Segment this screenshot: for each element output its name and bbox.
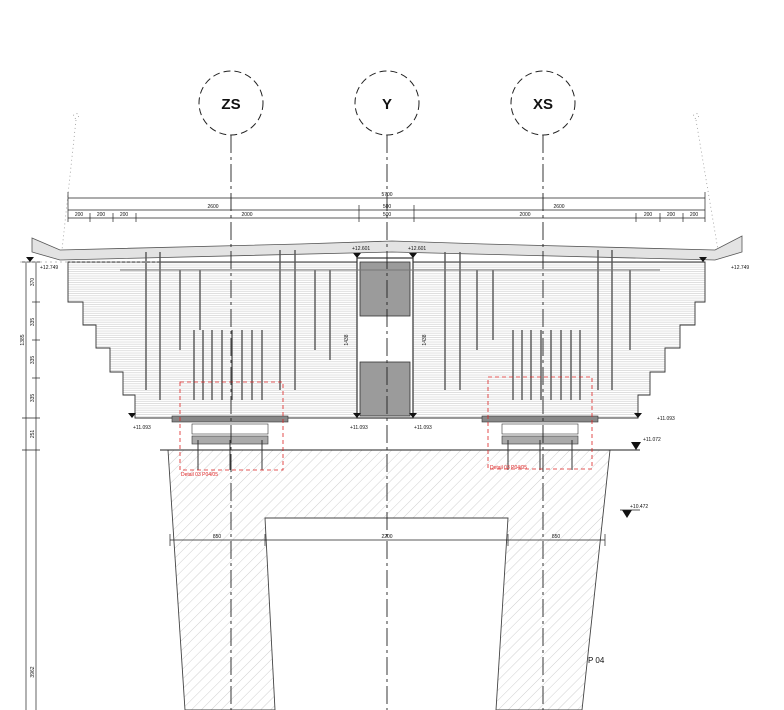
level-bottom-center-right: +11.093 xyxy=(414,425,432,431)
level-markers xyxy=(26,253,707,518)
detail-label-left: Detail 03 P04/05 xyxy=(181,472,218,478)
detail-box-right xyxy=(487,376,593,470)
deck-slab xyxy=(31,235,743,261)
level-deck-left: +12.749 xyxy=(40,265,58,271)
dim-small-right-1: 200 xyxy=(644,212,653,218)
level-bottom-left: +11.093 xyxy=(133,425,151,431)
dim-center-top: 500 xyxy=(383,204,392,210)
axis-label-xs: XS xyxy=(533,96,553,113)
dim-small-right-2: 200 xyxy=(667,212,676,218)
dim-box-right: 1438 xyxy=(422,334,428,345)
dim-vertical-2: 335 xyxy=(30,318,36,327)
dim-half-right: 2600 xyxy=(553,204,564,210)
dim-vertical-total: 1385 xyxy=(20,334,26,345)
dim-pier-center: 2200 xyxy=(381,534,392,540)
construction-lines xyxy=(61,113,719,251)
pier xyxy=(160,449,640,710)
dim-box-left: 1438 xyxy=(344,334,350,345)
detail-box-left xyxy=(179,381,284,471)
bearing-left xyxy=(171,381,289,471)
axis-label-y: Y xyxy=(382,96,392,113)
tendons-left xyxy=(145,250,331,400)
dim-vertical-pier: 3962 xyxy=(30,666,36,677)
detail-label-right: Detail 03 P04/05 xyxy=(490,465,527,471)
box-bottom-block xyxy=(359,361,411,417)
pier-dimension-line xyxy=(169,534,606,546)
level-pier-lower: +10.472 xyxy=(630,504,648,510)
vertical-dimension-lines xyxy=(20,261,160,710)
deck-surface xyxy=(31,235,743,261)
level-deck-right: +12.749 xyxy=(731,265,749,271)
dim-small-left-2: 200 xyxy=(97,212,106,218)
dimension-lines xyxy=(67,192,706,222)
dim-half-left: 2600 xyxy=(207,204,218,210)
level-top-center-right: +12.601 xyxy=(408,246,426,252)
level-pier-top: +11.072 xyxy=(643,437,661,443)
bearing-right xyxy=(481,376,599,470)
dim-center-bottom: 500 xyxy=(383,212,392,218)
dim-small-left-3: 200 xyxy=(120,212,129,218)
axis-y: Y xyxy=(354,70,420,710)
dim-small-left-1: 200 xyxy=(75,212,84,218)
dim-inner-left: 2000 xyxy=(241,212,252,218)
dim-vertical-3: 335 xyxy=(30,356,36,365)
dim-vertical-4: 335 xyxy=(30,394,36,403)
dim-inner-right: 2000 xyxy=(519,212,530,218)
axis-zs: ZS xyxy=(198,70,264,710)
level-bottom-right: +11.093 xyxy=(657,416,675,422)
box-top-block xyxy=(359,261,411,317)
dim-small-right-3: 200 xyxy=(690,212,699,218)
tendons-right xyxy=(444,250,631,400)
dim-vertical-bearing: 251 xyxy=(30,430,36,439)
dim-vertical-1: 370 xyxy=(30,278,36,287)
axis-xs: XS xyxy=(510,70,576,710)
axis-label-zs: ZS xyxy=(221,96,240,113)
pier-label: P 04 xyxy=(588,656,605,665)
pier-body xyxy=(167,449,611,710)
level-bottom-center-left: +11.093 xyxy=(350,425,368,431)
dim-pier-right: 850 xyxy=(552,534,561,540)
dim-pier-left: 850 xyxy=(213,534,222,540)
level-top-center-left: +12.601 xyxy=(352,246,370,252)
dim-overall: 5700 xyxy=(381,192,392,198)
girder xyxy=(67,250,706,419)
